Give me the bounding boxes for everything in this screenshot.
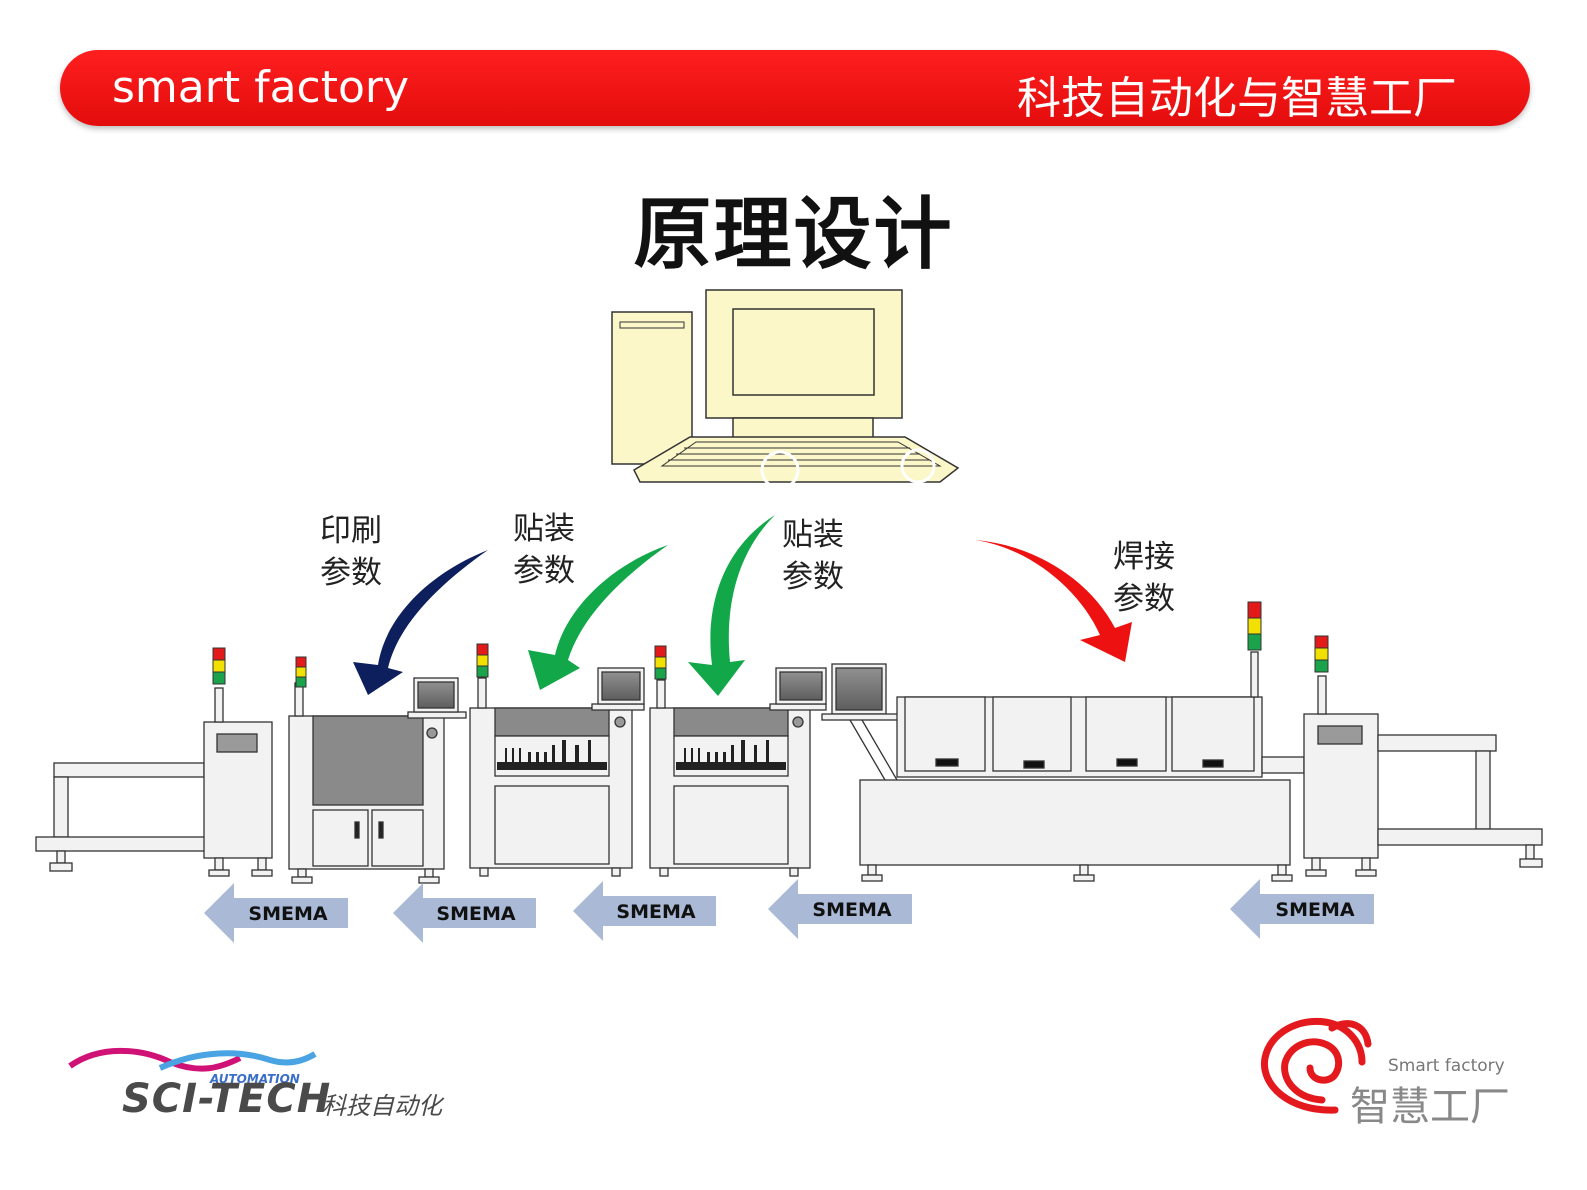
mounter-machine-1: [469, 667, 645, 877]
smema-arrow-3: SMEMA: [573, 881, 716, 941]
smema-label-2: SMEMA: [436, 903, 515, 925]
logo-left-cn: 科技自动化: [322, 1092, 442, 1120]
light-tower-4: [654, 645, 667, 680]
computer-icon: [611, 289, 960, 490]
loader-machine: [203, 687, 273, 877]
light-tower-1: [212, 647, 226, 685]
print-arrow: [353, 550, 488, 695]
smema-label-1: SMEMA: [248, 903, 327, 925]
sci-tech-logo-swoosh: [68, 1047, 317, 1072]
smema-arrow-1: SMEMA: [204, 883, 348, 943]
header-right-text: 科技自动化与智慧工厂: [1017, 73, 1457, 124]
reflow-oven: [821, 651, 1305, 882]
logo-left-name: SCI-TECH: [122, 1076, 332, 1122]
smema-arrow-2: SMEMA: [393, 883, 536, 943]
logo-left-sub: AUTOMATION: [210, 1072, 300, 1086]
page-title: 原理设计: [633, 190, 954, 280]
smart-factory-logo-mark: [1260, 1017, 1372, 1114]
header-left-text: smart factory: [112, 62, 410, 113]
mount-param-label-2: 贴装 参数: [782, 517, 844, 595]
mount-arrow-2: [688, 515, 775, 696]
solder-arrow: [975, 540, 1132, 662]
mount-param-label-1: 贴装 参数: [513, 511, 575, 589]
printer-machine: [288, 677, 467, 884]
mounter-machine-2: [649, 667, 827, 877]
smema-arrow-5: SMEMA: [1230, 879, 1374, 939]
logo-right-en: Smart factory: [1388, 1056, 1505, 1076]
smema-arrow-4: SMEMA: [768, 879, 912, 939]
smema-label-3: SMEMA: [616, 901, 695, 923]
light-tower-5: [1247, 601, 1262, 651]
feeder-bank-2: [676, 740, 786, 770]
unloader-machine: [1303, 675, 1379, 877]
logo-right-cn: 智慧工厂: [1350, 1084, 1510, 1130]
light-tower-6: [1314, 635, 1329, 673]
feeder-bank-1: [497, 740, 607, 770]
mount-arrow-1: [528, 545, 668, 690]
light-tower-3: [476, 643, 489, 678]
smema-label-5: SMEMA: [1275, 899, 1354, 921]
left-conveyor: [35, 762, 207, 872]
smema-label-4: SMEMA: [812, 899, 891, 921]
print-param-label: 印刷 参数: [320, 513, 382, 591]
right-conveyor: [1377, 734, 1543, 868]
light-tower-2: [295, 656, 307, 688]
solder-param-label: 焊接 参数: [1113, 539, 1175, 617]
header-banner: [60, 50, 1530, 126]
